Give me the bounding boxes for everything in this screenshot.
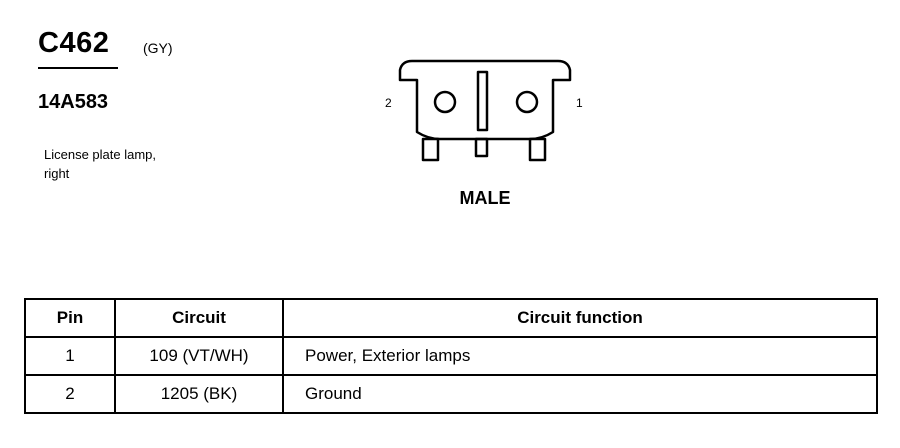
cell-circuit-function: Ground [282, 374, 878, 414]
connector-color: (GY) [143, 40, 173, 56]
cell-circuit: 1205 (BK) [114, 374, 284, 414]
pin-label-2: 2 [385, 96, 392, 110]
connector-face-diagram [398, 59, 572, 162]
pin-1-terminal [515, 90, 539, 114]
header-pin: Pin [24, 298, 116, 338]
terminal-lock-right [528, 137, 547, 162]
terminal-lock-center [474, 137, 489, 158]
table-row: 2 1205 (BK) Ground [24, 374, 878, 414]
terminal-lock-left [421, 137, 440, 162]
center-key [476, 70, 489, 132]
connector-description: License plate lamp, right [44, 145, 214, 183]
cell-pin: 1 [24, 336, 116, 376]
table-header-row: Pin Circuit Circuit function [24, 298, 878, 338]
cell-circuit-function: Power, Exterior lamps [282, 336, 878, 376]
pinout-table: Pin Circuit Circuit function 1 109 (VT/W… [24, 298, 878, 414]
description-line-2: right [44, 166, 70, 181]
pin-2-terminal [433, 90, 457, 114]
table-row: 1 109 (VT/WH) Power, Exterior lamps [24, 336, 878, 376]
header-circuit-function: Circuit function [282, 298, 878, 338]
cell-pin: 2 [24, 374, 116, 414]
pin-label-1: 1 [576, 96, 583, 110]
connector-id-underline [38, 67, 118, 69]
connector-outline [398, 59, 572, 141]
part-number: 14A583 [38, 91, 109, 113]
connector-gender-label: MALE [459, 188, 511, 208]
description-line-1: License plate lamp, [44, 147, 157, 162]
cell-circuit: 109 (VT/WH) [114, 336, 284, 376]
header-circuit: Circuit [114, 298, 284, 338]
connector-id: C462 [38, 27, 110, 59]
